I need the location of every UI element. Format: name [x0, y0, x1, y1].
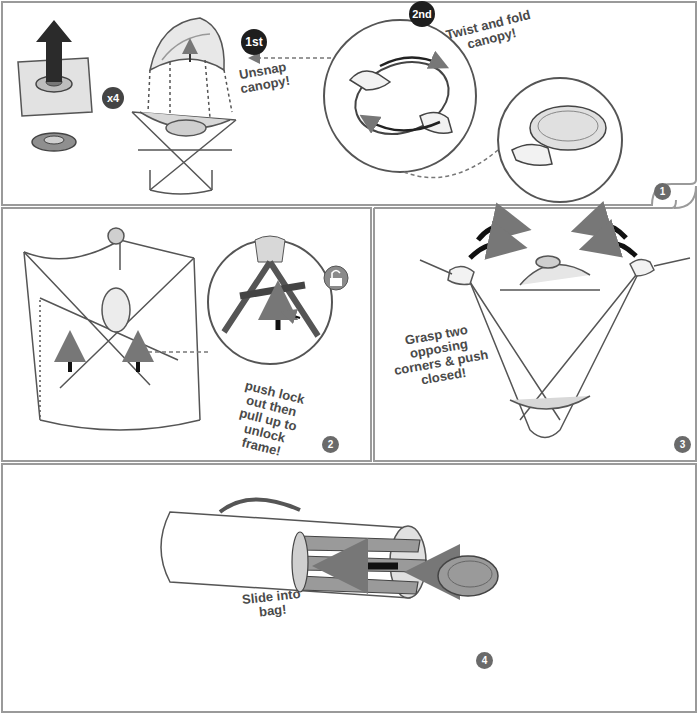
frame-unlock — [24, 228, 200, 430]
step-instruction: Slide into bag! — [231, 586, 313, 622]
count-badge: x4 — [102, 87, 124, 109]
canopy-frame — [132, 18, 236, 194]
slide-arrow — [340, 563, 398, 570]
dashed-leader — [148, 351, 208, 353]
step-instruction: Unsnap canopy! — [230, 59, 298, 98]
twist-detail — [324, 20, 476, 172]
step-instruction: push lock out then pull up to unlock fra… — [225, 377, 312, 462]
lock-detail — [208, 236, 348, 364]
badge-text: 3 — [680, 439, 686, 450]
step-instruction: Twist and fold canopy! — [433, 5, 547, 59]
folded-frame — [292, 532, 426, 594]
order-badge: 1st — [241, 29, 267, 55]
badge-text: 2 — [328, 439, 334, 450]
canopy-disc — [438, 556, 498, 596]
carry-bag — [161, 499, 426, 598]
badge-text: 1 — [660, 186, 666, 197]
step-number: 2 — [322, 436, 339, 453]
snap-detail — [18, 20, 92, 151]
badge-text: x4 — [107, 92, 119, 104]
order-badge: 2nd — [409, 1, 435, 27]
closing-arrows — [470, 225, 636, 259]
badge-text: 4 — [482, 655, 488, 666]
dashed-leader — [404, 150, 498, 178]
badge-text: 2nd — [412, 8, 432, 20]
step-number: 1 — [654, 183, 671, 200]
folded-canopy-detail — [498, 78, 622, 202]
badge-text: 1st — [245, 35, 262, 49]
step-instruction: Grasp two opposing corners & push closed… — [386, 320, 494, 393]
step-number: 3 — [674, 436, 691, 453]
step-number: 4 — [476, 652, 493, 669]
